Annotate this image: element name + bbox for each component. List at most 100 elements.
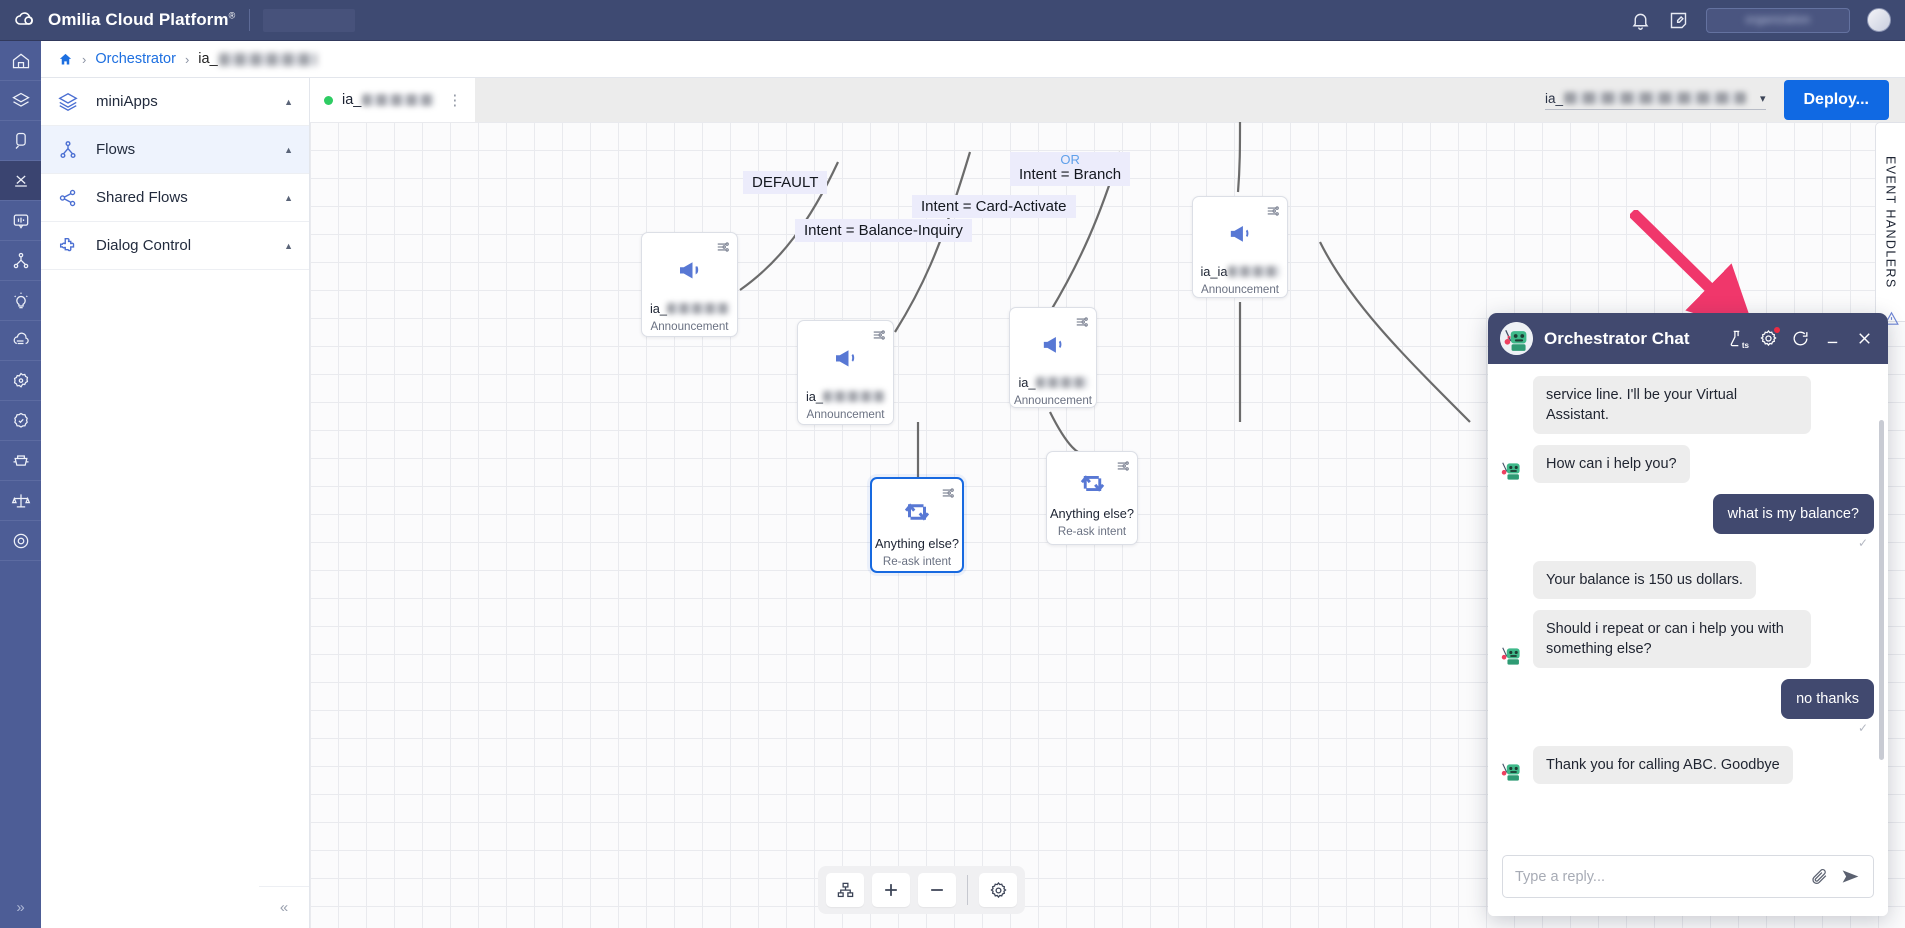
megaphone-icon [835, 350, 854, 367]
node-settings-icon[interactable] [872, 328, 886, 342]
rail-item-quality[interactable] [0, 401, 41, 441]
rail-item-cloud-lines[interactable] [0, 321, 41, 361]
node-settings-icon[interactable] [1075, 315, 1089, 329]
node-settings-icon[interactable] [716, 240, 730, 254]
node-title-prefix: ia_ia [1200, 264, 1228, 279]
home-icon [12, 53, 29, 68]
message-bubble: no thanks [1781, 679, 1874, 719]
node-subtitle: Announcement [1201, 283, 1279, 296]
flow-node-announcement-2[interactable]: ia_ Announcement [797, 320, 894, 425]
settings-badge-dot [1774, 327, 1780, 333]
orchestrator-chat-widget: Orchestrator Chat ts [1488, 313, 1888, 916]
send-icon[interactable] [1840, 866, 1861, 887]
tts-flask-icon[interactable]: ts [1727, 329, 1749, 350]
message-bubble: How can i help you? [1533, 445, 1690, 483]
robot-avatar-icon [1498, 456, 1525, 483]
flow-node-announcement-4[interactable]: ia_ia Announcement [1192, 196, 1288, 298]
close-icon[interactable] [1855, 329, 1874, 348]
chat-reply-input[interactable] [1515, 868, 1799, 885]
gear-icon[interactable] [1759, 327, 1780, 348]
node-settings-icon[interactable] [1116, 459, 1130, 473]
deploy-button[interactable]: Deploy... [1783, 80, 1889, 120]
chat-input-box[interactable] [1502, 855, 1874, 898]
rail-item-miniapps[interactable] [0, 81, 41, 121]
zoom-out-button[interactable] [918, 873, 956, 907]
message-avatar [1498, 641, 1525, 668]
canvas-settings-button[interactable] [979, 873, 1017, 907]
node-title: Anything else? [875, 536, 959, 551]
node-title-prefix: ia_ [1018, 375, 1036, 390]
flow-tab-prefix: ia_ [342, 92, 362, 108]
bell-icon[interactable] [1630, 10, 1651, 31]
rail-item-home[interactable] [0, 41, 41, 81]
flow-node-announcement-3[interactable]: ia_ Announcement [1009, 307, 1097, 408]
rail-item-speech-analytics[interactable] [0, 161, 41, 201]
chevron-down-icon[interactable]: ▾ [1759, 92, 1766, 105]
chat-message-list[interactable]: service line. I'll be your Virtual Assis… [1488, 364, 1888, 845]
node-settings-icon[interactable] [1266, 204, 1280, 218]
flow-tab-blurred-name [362, 94, 435, 106]
chevron-up-icon[interactable]: ▲ [284, 240, 293, 251]
chevron-up-icon[interactable]: ▲ [284, 96, 293, 107]
sidebar-item-miniapps[interactable]: miniApps ▲ [41, 78, 309, 126]
robot-avatar-icon [1498, 641, 1525, 668]
rail-item-pipeline[interactable] [0, 441, 41, 481]
rail-item-phone-tag[interactable] [0, 121, 41, 161]
flow-node-reask-2[interactable]: Anything else? Re-ask intent [1046, 451, 1138, 545]
megaphone-icon [679, 262, 698, 279]
rail-item-insights[interactable] [0, 281, 41, 321]
node-title-blurred [1227, 266, 1280, 277]
message-bubble: Thank you for calling ABC. Goodbye [1533, 746, 1793, 784]
node-settings-icon[interactable] [941, 486, 955, 500]
home-icon[interactable] [58, 52, 73, 67]
layers-icon [58, 92, 78, 111]
chevron-up-icon[interactable]: ▲ [284, 192, 293, 203]
lifebuoy-icon [13, 533, 28, 548]
rail-item-user-settings[interactable] [0, 361, 41, 401]
rail-item-flows[interactable] [0, 241, 41, 281]
chat-bot-avatar [1500, 322, 1533, 355]
auto-layout-button[interactable] [826, 873, 864, 907]
node-title: ia_ia [1200, 264, 1280, 279]
breadcrumb-link-orchestrator[interactable]: Orchestrator [95, 51, 176, 67]
deployment-select[interactable]: ia_ ▾ [1544, 91, 1766, 110]
transcript-icon [13, 214, 28, 229]
scales-icon [11, 493, 30, 507]
zoom-in-button[interactable] [872, 873, 910, 907]
breadcrumb-current-prefix: ia_ [198, 51, 218, 67]
organization-selector[interactable]: organization [1706, 7, 1850, 33]
breadcrumb-separator-2: › [184, 51, 190, 67]
node-subtitle: Announcement [806, 408, 885, 421]
flow-tab-menu-button[interactable]: ⋮ [447, 92, 463, 109]
reask-loop-icon [904, 503, 930, 521]
note-edit-icon[interactable] [1668, 10, 1689, 31]
sidebar-item-flows[interactable]: Flows ▲ [41, 126, 309, 174]
flow-tab[interactable]: ia_ ⋮ [310, 78, 476, 122]
restart-icon[interactable] [1791, 329, 1810, 348]
gear-user-icon [13, 372, 28, 388]
rail-item-governance[interactable] [0, 481, 41, 521]
flow-node-reask-selected[interactable]: Anything else? Re-ask intent [870, 477, 964, 573]
sidebar-collapse-button[interactable]: « [259, 886, 309, 928]
chat-scrollbar[interactable] [1879, 420, 1884, 760]
warning-triangle-icon[interactable] [1883, 310, 1900, 327]
rail-expand-button[interactable]: » [16, 899, 25, 916]
minimize-icon[interactable] [1823, 329, 1842, 348]
rail-item-support[interactable] [0, 521, 41, 561]
user-avatar[interactable] [1867, 8, 1891, 32]
event-handlers-panel-tab[interactable]: EVENT HANDLERS [1875, 122, 1905, 322]
edge-label-or: OR [1060, 152, 1080, 167]
node-title: ia_ [650, 301, 730, 316]
paperclip-icon[interactable] [1810, 867, 1829, 886]
chat-message-bot: Thank you for calling ABC. Goodbye [1498, 746, 1874, 784]
sitemap-icon [837, 882, 853, 897]
chevron-up-icon[interactable]: ▲ [284, 144, 293, 155]
header-blurred-field [263, 8, 356, 32]
sidebar-item-dialog-control[interactable]: Dialog Control ▲ [41, 222, 309, 270]
chat-message-user: what is my balance? ✓ [1498, 494, 1874, 550]
rail-item-transcript[interactable] [0, 201, 41, 241]
sidebar-item-shared-flows[interactable]: Shared Flows ▲ [41, 174, 309, 222]
flow-node-announcement-1[interactable]: ia_ Announcement [641, 232, 738, 337]
node-title-blurred [667, 303, 730, 314]
edge-label-card-activate: Intent = Card-Activate [912, 195, 1076, 218]
